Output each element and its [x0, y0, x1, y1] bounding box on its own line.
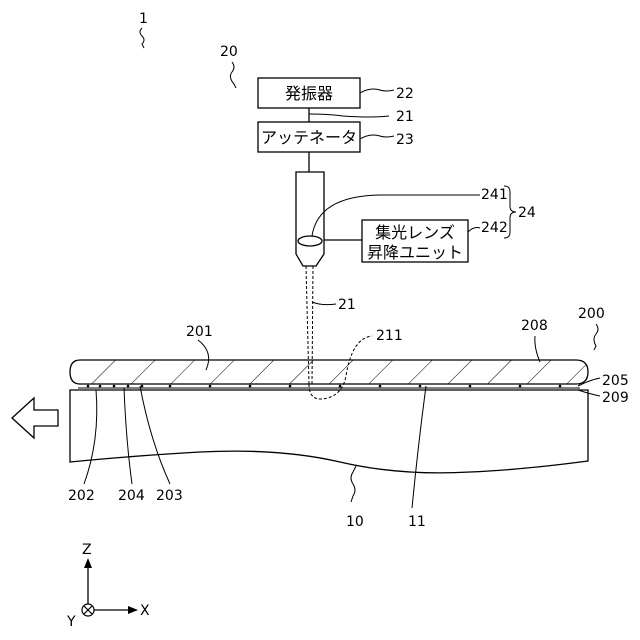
y-axis-label: Y	[66, 614, 76, 630]
ref-204-leader	[124, 388, 132, 484]
ref-21a-leader	[309, 114, 389, 117]
x-axis-arrowhead-icon	[128, 606, 138, 614]
ref-202-leader	[84, 390, 97, 484]
ref-21b-label: 21	[338, 297, 356, 313]
lens-unit-label-line2: 昇降ユニット	[367, 243, 463, 262]
ref-23-leader	[360, 135, 394, 139]
ref-208-label: 208	[521, 318, 548, 334]
condenser-lens	[298, 236, 322, 246]
movement-direction-arrow-icon	[12, 398, 58, 438]
ref-1-leader	[140, 28, 144, 48]
ref-24-label: 24	[518, 205, 536, 221]
y-axis-into-page-icon	[82, 604, 94, 616]
ref-209-leader	[578, 390, 600, 396]
ref-205-label: 205	[602, 373, 629, 389]
ref-22-label: 22	[396, 86, 414, 102]
ref-203-label: 203	[156, 488, 183, 504]
ref-208-leader	[535, 336, 540, 362]
ref-202-label: 202	[68, 488, 95, 504]
ref-200-leader	[594, 324, 598, 350]
ref-10-leader	[351, 466, 356, 502]
ref-1-label: 1	[139, 11, 148, 27]
ref-242-label: 242	[481, 220, 508, 236]
laser-head	[296, 172, 324, 266]
ref-200-label: 200	[578, 306, 605, 322]
ref-209-label: 209	[602, 390, 629, 406]
ref-211-label: 211	[376, 328, 403, 344]
ref-20-label: 20	[220, 44, 238, 60]
ref-21b-leader	[312, 302, 336, 305]
ref-11-leader	[412, 386, 426, 508]
ref-20-leader	[230, 62, 236, 88]
ref-201-label: 201	[186, 324, 213, 340]
attenuator-label: アッテネータ	[261, 128, 357, 147]
x-axis-label: X	[140, 603, 150, 619]
z-axis-label: Z	[82, 542, 92, 558]
ref-242-leader	[468, 228, 480, 233]
substrate	[70, 390, 588, 473]
ref-241-label: 241	[481, 187, 508, 203]
adhesive-dots	[87, 385, 562, 388]
lens-unit-label-line1: 集光レンズ	[375, 223, 455, 242]
ref-23-label: 23	[396, 132, 414, 148]
glass-plate-hatch	[60, 355, 600, 390]
ref-204-label: 204	[118, 488, 145, 504]
ref-22-leader	[360, 89, 394, 93]
ref-21a-label: 21	[396, 109, 414, 125]
z-axis-arrowhead-icon	[84, 558, 92, 568]
ref-11-label: 11	[408, 514, 426, 530]
ref-10-label: 10	[346, 514, 364, 530]
ref-203-leader	[140, 386, 170, 484]
oscillator-label: 発振器	[285, 84, 333, 103]
